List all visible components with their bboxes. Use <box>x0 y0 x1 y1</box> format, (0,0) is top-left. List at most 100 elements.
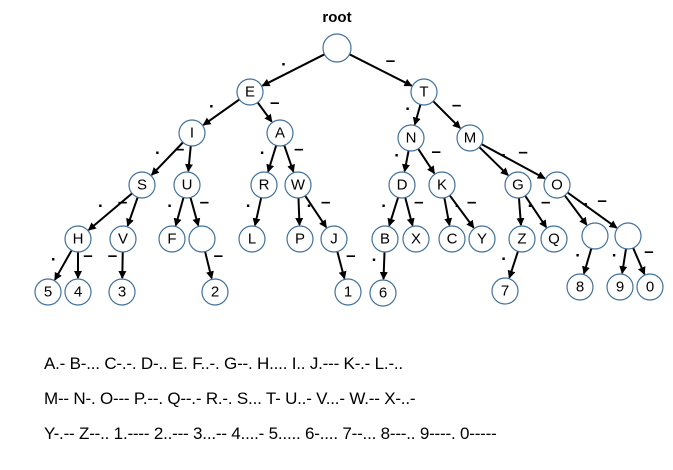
node-6 <box>369 279 397 307</box>
node-N <box>397 124 425 152</box>
edge-root-E <box>261 53 325 87</box>
node-2 <box>201 278 229 306</box>
node-label-Y: Y <box>477 231 487 248</box>
node-label-9: 9 <box>616 279 624 296</box>
edge-G-Q <box>524 195 548 229</box>
node-label-E: E <box>245 84 255 101</box>
edge-symbol-U_dash: – <box>200 192 209 211</box>
edge-symbol-A: – <box>270 93 279 112</box>
edges-layer <box>54 53 646 281</box>
node-label-K: K <box>437 177 447 194</box>
edge-O-O_dot <box>563 194 588 226</box>
edge-symbol-I: . <box>209 93 214 112</box>
edge-R-L <box>252 197 263 227</box>
morse-code-line-1: A.- B-... C-.-. D-.. E. F..-. G--. H....… <box>44 354 403 373</box>
edge-J-1 <box>336 251 347 280</box>
edge-S-V <box>126 196 139 227</box>
edge-symbol-O_dash: – <box>597 191 606 210</box>
node-label-Q: Q <box>548 231 560 248</box>
edge-symbol-U: – <box>175 139 184 158</box>
edge-S-H <box>87 192 133 231</box>
edge-symbol-1: – <box>346 246 355 265</box>
edge-E-A <box>256 101 273 123</box>
node-8 <box>566 273 594 301</box>
node-O_dash <box>614 222 642 250</box>
node-label-L: L <box>248 231 256 248</box>
edge-symbol-5: . <box>51 246 56 265</box>
node-label-C: C <box>447 231 458 248</box>
edge-Z-7 <box>507 251 519 279</box>
edge-symbol-F: . <box>167 192 172 211</box>
node-label-3: 3 <box>118 284 126 301</box>
node-R <box>250 171 278 199</box>
edge-W-P <box>295 197 304 227</box>
node-label-I: I <box>190 125 194 142</box>
node-W <box>284 171 312 199</box>
node-L <box>238 225 266 253</box>
node-Z <box>508 225 536 253</box>
node-Y <box>468 225 496 253</box>
edge-I-U <box>185 145 193 173</box>
node-A <box>266 119 294 147</box>
node-P <box>286 225 314 253</box>
node-label-1: 1 <box>344 284 352 301</box>
node-label-J: J <box>330 231 338 248</box>
edge-symbol-R: . <box>260 139 265 158</box>
edge-W-J <box>304 195 328 229</box>
node-O <box>543 171 571 199</box>
node-label-W: W <box>291 177 306 194</box>
node-U_dash <box>188 225 216 253</box>
node-label-8: 8 <box>576 279 584 296</box>
edge-symbol-M: – <box>452 95 461 114</box>
edge-symbol-Q: – <box>541 192 550 211</box>
node-label-B: B <box>380 231 390 248</box>
edge-symbol-P: . <box>307 192 312 211</box>
edge-symbol-4: – <box>83 246 92 265</box>
node-label-F: F <box>167 231 176 248</box>
edge-O_dot-8 <box>582 248 593 275</box>
node-1 <box>334 278 362 306</box>
node-D <box>388 171 416 199</box>
edge-symbol-O_dot: . <box>583 191 588 210</box>
node-O_dot <box>581 222 609 250</box>
edge-symbol-8: . <box>575 242 580 261</box>
edge-symbol-C: . <box>455 192 460 211</box>
node-U <box>173 171 201 199</box>
node-7 <box>491 277 519 305</box>
node-label-A: A <box>275 125 285 142</box>
morse-code-line-2: M-- N-. O--- P.--. Q--.- R.-. S... T- U.… <box>44 389 416 408</box>
node-B <box>371 225 399 253</box>
edge-N-K <box>417 148 436 175</box>
node-G <box>504 171 532 199</box>
node-label-T: T <box>419 84 428 101</box>
edge-symbol-O: – <box>518 142 527 161</box>
node-label-5: 5 <box>44 284 52 301</box>
edge-symbol-Z: . <box>528 192 533 211</box>
edge-symbol-W: – <box>294 139 303 158</box>
edge-symbol-E: . <box>281 51 286 70</box>
node-label-G: G <box>512 177 524 194</box>
edge-symbol-2: – <box>214 246 223 265</box>
edge-symbol-L: . <box>246 192 251 211</box>
node-label-Z: Z <box>517 231 526 248</box>
node-M <box>456 124 484 152</box>
edge-symbol-0: – <box>644 242 653 261</box>
edge-symbol-9: . <box>612 242 617 261</box>
node-F <box>158 225 186 253</box>
edge-T-N <box>412 104 422 126</box>
edge-D-B <box>387 197 400 227</box>
edge-T-M <box>432 100 461 129</box>
edge-symbol-6: . <box>372 246 377 265</box>
edge-N-D <box>402 150 410 173</box>
node-label-V: V <box>118 231 128 248</box>
node-label-U: U <box>182 177 193 194</box>
node-5 <box>34 278 62 306</box>
node-J <box>320 225 348 253</box>
edge-symbol-B: . <box>381 192 386 211</box>
node-V <box>109 225 137 253</box>
edge-M-O <box>480 143 546 180</box>
edge-symbol-Y: – <box>467 192 476 211</box>
edge-symbol-T: – <box>386 51 395 70</box>
edge-symbol-J: – <box>321 192 330 211</box>
